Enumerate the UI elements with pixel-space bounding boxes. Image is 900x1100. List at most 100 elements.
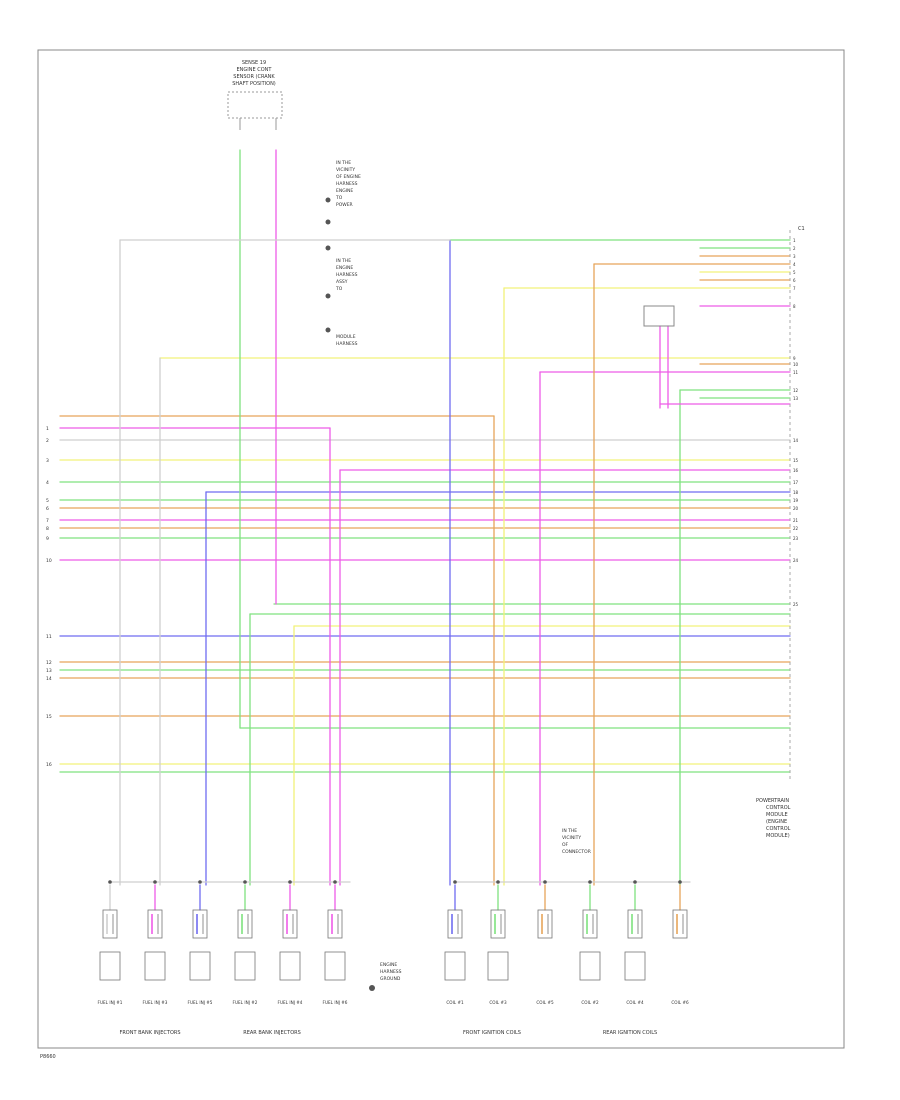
group-caption: FRONT IGNITION COILS — [463, 1030, 521, 1036]
ground-text: GROUND — [380, 976, 401, 982]
splice-dot — [243, 880, 247, 884]
right-pin-number: 24 — [793, 558, 799, 563]
component-body — [624, 951, 646, 981]
sensor-body — [227, 91, 283, 119]
right-pin-number: 4 — [793, 262, 796, 267]
component-body — [189, 951, 211, 981]
component-label: COIL #6 — [671, 1000, 689, 1005]
left-pin-number: 16 — [46, 762, 52, 768]
connector-block — [582, 909, 598, 939]
sensor-label-line: SHAFT POSITION) — [232, 81, 276, 87]
splice-dot — [543, 880, 547, 884]
ground-text: HARNESS — [380, 969, 402, 975]
module-label-line: CONTROL — [766, 805, 791, 811]
sensor-label-line: SENSOR (CRANK — [233, 74, 275, 80]
left-pin-number: 9 — [46, 536, 49, 542]
component-body — [144, 951, 166, 981]
splice-dot — [325, 245, 331, 251]
left-pin-number: 11 — [46, 634, 52, 640]
splice-dot — [333, 880, 337, 884]
splice-dot — [325, 327, 331, 333]
splice-dot — [496, 880, 500, 884]
left-pin-number: 4 — [46, 480, 49, 486]
right-pin-number: 18 — [793, 490, 799, 495]
splice-dot — [325, 219, 331, 225]
splice-text: IN THE — [562, 828, 577, 834]
splice-lower-label: IN THE ENGINE HARNESS ASSY TO MODULE HAR… — [325, 258, 358, 347]
left-pin-number: 1 — [46, 426, 49, 432]
right-pin-number: 14 — [793, 438, 799, 443]
right-pin-number: 3 — [793, 254, 796, 259]
splice-text: VICINITY — [336, 167, 355, 173]
right-pin-number: 19 — [793, 498, 799, 503]
right-pin-number: 23 — [793, 536, 799, 541]
splice-text: HARNESS — [336, 341, 358, 347]
splice-dot — [288, 880, 292, 884]
splice-dot — [198, 880, 202, 884]
splice-dot — [678, 880, 682, 884]
connector-block — [192, 909, 208, 939]
component-body — [279, 951, 301, 981]
splice-upper-label: IN THE VICINITY OF ENGINE HARNESS ENGINE… — [325, 160, 361, 251]
left-pin-number: 10 — [46, 558, 52, 564]
figure-code: P8660 — [40, 1054, 56, 1060]
splice-text: TO — [335, 286, 343, 292]
component-label: FUEL INJ #2 — [233, 1000, 258, 1005]
right-pin-number: 21 — [793, 518, 799, 523]
splice-dot — [325, 293, 331, 299]
splice-dot — [108, 880, 112, 884]
module-corner-label: C1 — [798, 226, 805, 232]
splice-dot — [153, 880, 157, 884]
connector-block — [327, 909, 343, 939]
splice-text: VICINITY — [562, 835, 581, 841]
module-label-line: (ENGINE — [766, 819, 787, 825]
sensor-label-line: SENSE 19 — [242, 60, 266, 66]
splice-text: IN THE — [336, 258, 351, 264]
left-pin-number: 12 — [46, 660, 52, 666]
right-pin-number: 16 — [793, 468, 799, 473]
right-pin-number: 17 — [793, 480, 799, 485]
left-pin-number: 13 — [46, 668, 52, 674]
right-pin-number: 1 — [793, 238, 796, 243]
right-pin-number: 25 — [793, 602, 799, 607]
splice-text: HARNESS — [336, 272, 358, 278]
wires — [59, 149, 791, 911]
ground-text: ENGINE — [380, 962, 397, 968]
component-label: COIL #4 — [626, 1000, 644, 1005]
right-pin-number: 2 — [793, 246, 796, 251]
connector-block — [102, 909, 118, 939]
left-pin-number: 7 — [46, 518, 49, 524]
sensor-box — [643, 305, 675, 327]
left-pin-number: 5 — [46, 498, 49, 504]
splice-text: CONNECTOR — [562, 849, 591, 855]
module-label-line: MODULE) — [766, 833, 790, 839]
left-pin-number: 3 — [46, 458, 49, 464]
module-label-line: POWERTRAIN — [756, 798, 789, 804]
splice-dot — [453, 880, 457, 884]
splice-text: ENGINE — [336, 188, 353, 194]
component-body — [487, 951, 509, 981]
connector-block — [537, 909, 553, 939]
splice-text: ASSY — [336, 279, 348, 285]
right-pin-number: 8 — [793, 304, 796, 309]
splice-text: HARNESS — [336, 181, 358, 187]
powertrain-control-module: C1 POWERTRAIN CONTROL MODULE (ENGINE CON… — [756, 226, 805, 839]
connector-block — [490, 909, 506, 939]
component-label: FUEL INJ #3 — [143, 1000, 168, 1005]
left-pin-number: 2 — [46, 438, 49, 444]
component-label: COIL #2 — [581, 1000, 599, 1005]
splice-dot — [633, 880, 637, 884]
right-pin-number: 11 — [793, 370, 799, 375]
splice-text: OF — [562, 842, 569, 848]
connector-block — [237, 909, 253, 939]
right-pin-number: 6 — [793, 278, 796, 283]
left-pin-number: 15 — [46, 714, 52, 720]
component-body — [324, 951, 346, 981]
connector-block — [627, 909, 643, 939]
component-label: FUEL INJ #4 — [278, 1000, 303, 1005]
sensor-box-outline — [643, 305, 675, 327]
right-pin-number: 10 — [793, 362, 799, 367]
component-label: FUEL INJ #5 — [188, 1000, 213, 1005]
